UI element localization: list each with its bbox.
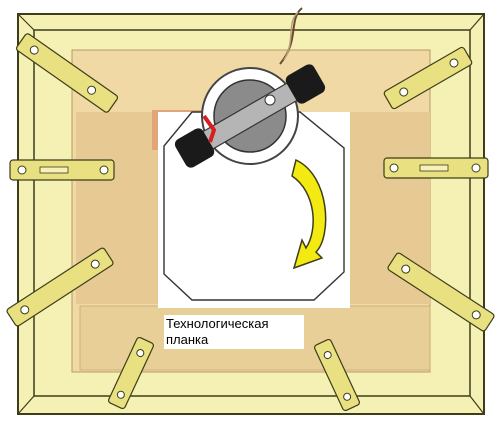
technological-bar-label-line1: Технологическая bbox=[166, 316, 269, 331]
technological-bar-label-line2: планка bbox=[166, 332, 209, 347]
clamp-icon-top-right bbox=[383, 46, 473, 110]
clamp-icon-lower-right bbox=[314, 338, 360, 412]
technological-bar-label: Технологическая планка bbox=[164, 315, 304, 349]
clamp-icon-bottom-left bbox=[6, 247, 114, 327]
clamp-icon-middle-left bbox=[9, 159, 115, 181]
clamp-icon-middle-right bbox=[383, 157, 489, 179]
clamp-icon-top-left bbox=[15, 33, 119, 113]
router-icon bbox=[174, 7, 326, 168]
clamp-icon-lower-left bbox=[108, 336, 154, 410]
rotation-arrow-icon bbox=[291, 158, 327, 270]
clamp-icon-bottom-right bbox=[387, 252, 495, 332]
